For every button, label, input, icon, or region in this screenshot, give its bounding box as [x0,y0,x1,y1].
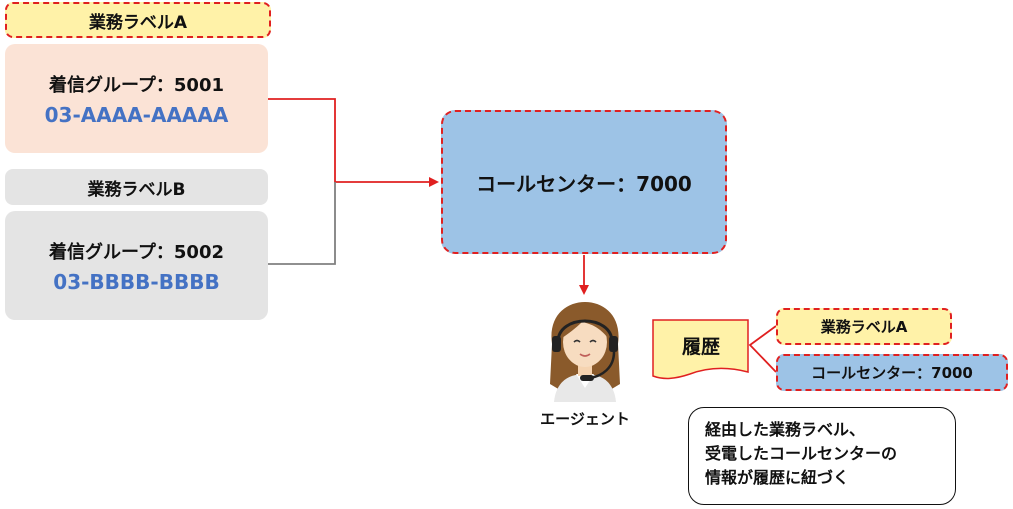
incoming-group-b-number: 03-BBBB-BBBB [53,269,220,294]
incoming-group-b: 着信グループ：5002 03-BBBB-BBBB [5,211,268,320]
explanation-note: 経由した業務ラベル、 受電したコールセンターの 情報が履歴に紐づく [688,407,956,505]
agent-label: エージェント [540,410,630,428]
note-line-3: 情報が履歴に紐づく [705,468,850,487]
incoming-group-a-name: 着信グループ：5001 [48,74,225,96]
agent-headset-icon [540,298,630,402]
history-record-business-label: 業務ラベルA [776,308,952,345]
history-label: 履歴 [681,335,720,358]
incoming-group-a: 着信グループ：5001 03-AAAA-AAAAA [5,44,268,153]
note-line-2: 受電したコールセンターの [705,444,898,463]
connector-history-records [748,325,777,373]
connector-group-a [268,98,439,187]
business-label-a: 業務ラベルA [5,2,271,38]
call-center-box: コールセンター：7000 [441,110,727,254]
business-label-b: 業務ラベルB [5,169,268,205]
history-record-call-center: コールセンター：7000 [776,354,1008,391]
history-document-shape [652,319,749,380]
connector-group-b [268,182,336,265]
incoming-group-a-number: 03-AAAA-AAAAA [44,102,229,127]
incoming-group-b-name: 着信グループ：5002 [48,241,225,263]
note-line-1: 経由した業務ラベル、 [705,420,866,439]
